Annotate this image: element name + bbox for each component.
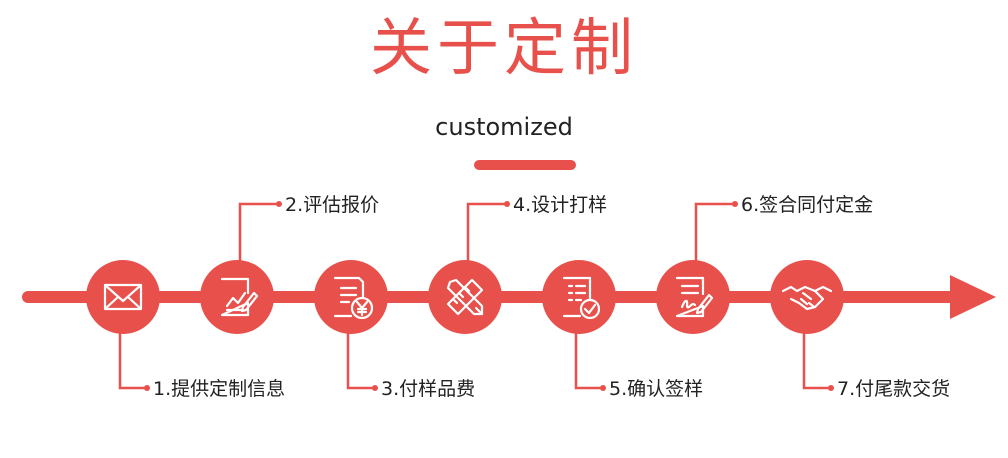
- connector-dot: [828, 385, 834, 391]
- step-label: 4.设计打样: [513, 194, 607, 216]
- step-connector: [346, 332, 375, 390]
- step-3: 3.付样品费: [314, 260, 475, 400]
- connector-dot: [144, 385, 150, 391]
- step-connector: [694, 202, 735, 262]
- step-circle: [86, 260, 160, 334]
- step-2: 2.评估报价: [200, 194, 379, 334]
- step-label: 3.付样品费: [381, 378, 475, 400]
- step-label: 7.付尾款交货: [837, 378, 950, 400]
- connector-dot: [732, 201, 738, 207]
- page-title: 关于定制: [369, 11, 638, 84]
- step-1: 1.提供定制信息: [86, 260, 285, 400]
- connector-dot: [276, 201, 282, 207]
- step-7: 7.付尾款交货: [770, 260, 950, 400]
- page-subtitle: customized: [435, 113, 573, 141]
- step-label: 5.确认签样: [609, 378, 703, 400]
- step-circle: [428, 260, 502, 334]
- step-5: 5.确认签样: [542, 260, 703, 400]
- step-6: 6.签合同付定金: [656, 194, 873, 334]
- step-connector: [574, 332, 603, 390]
- step-circle: [200, 260, 274, 334]
- step-circle: [542, 260, 616, 334]
- connector-dot: [372, 385, 378, 391]
- timeline-arrowhead: [950, 275, 996, 319]
- step-connector: [118, 332, 147, 390]
- step-connector: [238, 202, 279, 262]
- step-connector: [802, 332, 831, 390]
- step-label: 2.评估报价: [285, 194, 379, 216]
- step-connector: [466, 202, 507, 262]
- connector-dot: [600, 385, 606, 391]
- step-4: 4.设计打样: [428, 194, 607, 334]
- connector-dot: [504, 201, 510, 207]
- step-label: 6.签合同付定金: [741, 194, 873, 216]
- step-circle: [314, 260, 388, 334]
- title-underline: [474, 160, 576, 170]
- step-circle: [656, 260, 730, 334]
- step-label: 1.提供定制信息: [153, 378, 285, 400]
